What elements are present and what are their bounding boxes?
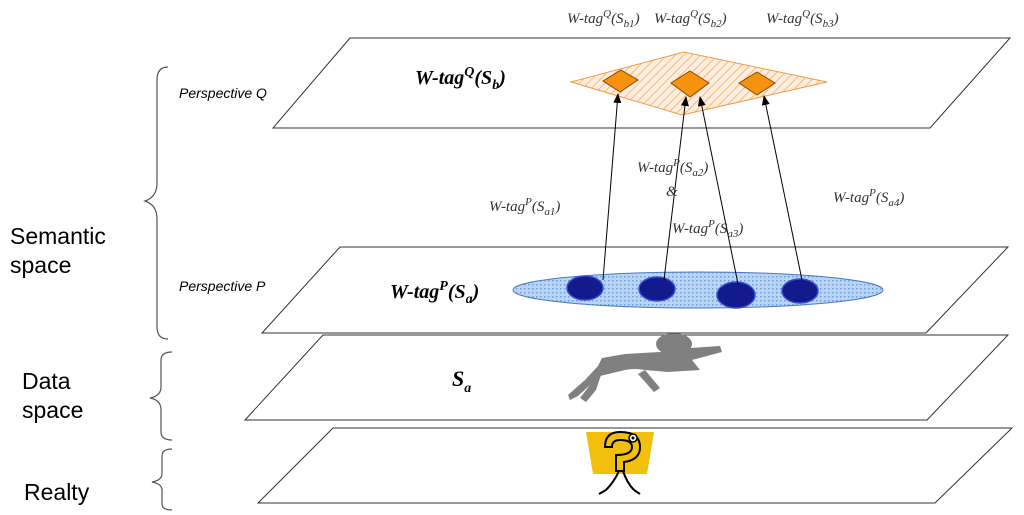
node-sb1 [602,69,639,93]
figure-realty [586,430,654,495]
label-semantic-space: Semantic space [10,223,106,278]
label-wtag-sb3: W-tagQ(Sb3) [766,8,839,30]
arrow-sa4 [761,95,803,281]
shadow-figure [568,333,722,402]
node-sb2 [670,70,710,98]
node-sb3 [738,71,776,96]
label-wtag-sa4: W-tagP(Sa4) [833,187,904,209]
label-wtag-sa: W-tagP(Sa) [390,279,479,307]
label-data-space: Data space [22,368,84,423]
label-wtag-sa1: W-tagP(Sa1) [489,196,560,218]
plane-data-space [243,334,1010,421]
label-realty: Realty [24,479,90,505]
brace-data [149,351,173,441]
node-sa3 [716,281,756,309]
label-wtag-sb: W-tagQ(Sb) [415,65,506,93]
brace-realty [151,448,173,511]
brace-semantic [143,66,169,340]
node-sa1 [566,275,604,301]
label-sa: Sa [452,366,471,396]
arrow-sa3 [697,96,739,285]
label-wtag-sa2: W-tagP(Sa2) [637,157,708,179]
perspective-p-label: Perspective P [179,278,266,294]
arrow-sa2 [663,96,689,281]
label-wtag-sb1: W-tagQ(Sb1) [567,8,640,30]
arrow-sa1 [602,93,622,281]
node-sa2 [638,276,676,302]
label-ampersand: & [666,184,678,200]
perspective-q-label: Perspective Q [179,85,267,101]
label-wtag-sb2: W-tagQ(Sb2) [654,8,727,30]
label-wtag-sa3: W-tagP(Sa3) [672,218,743,240]
node-sa4 [781,278,819,304]
